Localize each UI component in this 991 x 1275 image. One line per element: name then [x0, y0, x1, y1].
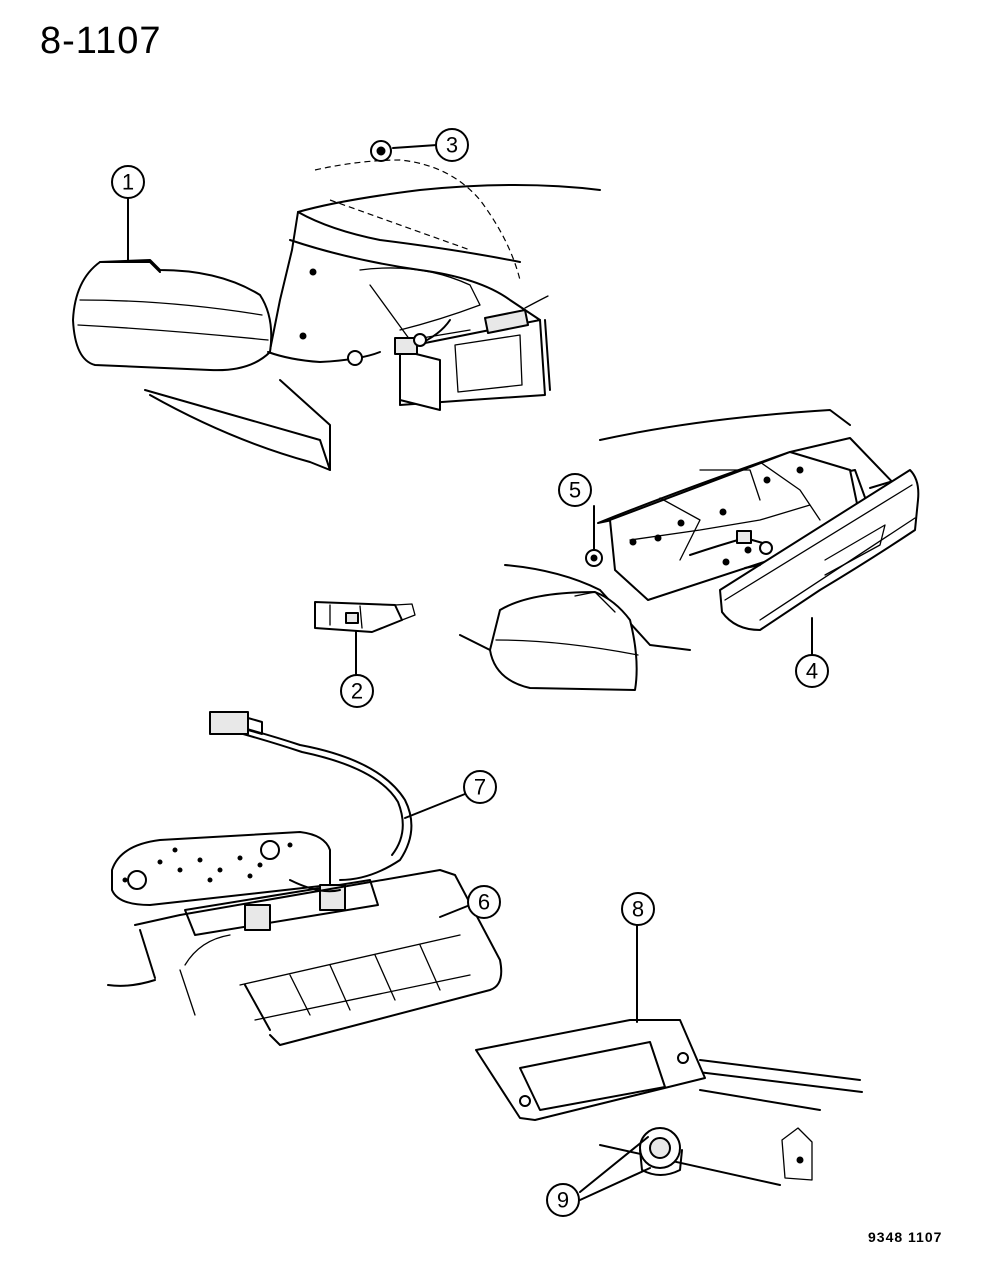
- callout-1: 1: [111, 165, 145, 199]
- callout-9: 9: [546, 1183, 580, 1217]
- reference-code: 9348 1107: [868, 1229, 943, 1245]
- svg-text:9: 9: [557, 1188, 569, 1213]
- svg-text:3: 3: [446, 133, 458, 158]
- svg-text:8: 8: [632, 897, 644, 922]
- callout-8: 8: [621, 892, 655, 926]
- svg-text:5: 5: [569, 478, 581, 503]
- tail-lamp-assembly-illustration: [72, 140, 601, 471]
- rear-applique-panel-illustration: [459, 409, 920, 691]
- high-mount-stop-lamp-illustration: [107, 711, 503, 1046]
- callout-7: 7: [463, 770, 497, 804]
- license-lamp-bezel-illustration: [475, 924, 863, 1201]
- callout-6: 6: [467, 885, 501, 919]
- callout-2: 2: [340, 674, 374, 708]
- svg-text:6: 6: [478, 890, 490, 915]
- svg-text:1: 1: [122, 170, 134, 195]
- callout-3: 3: [435, 128, 469, 162]
- svg-text:2: 2: [351, 679, 363, 704]
- svg-text:7: 7: [474, 775, 486, 800]
- callout-4: 4: [795, 654, 829, 688]
- callout-5: 5: [558, 473, 592, 507]
- svg-text:4: 4: [806, 659, 818, 684]
- small-socket-illustration: [314, 601, 416, 676]
- page-number: 8-1107: [40, 20, 162, 62]
